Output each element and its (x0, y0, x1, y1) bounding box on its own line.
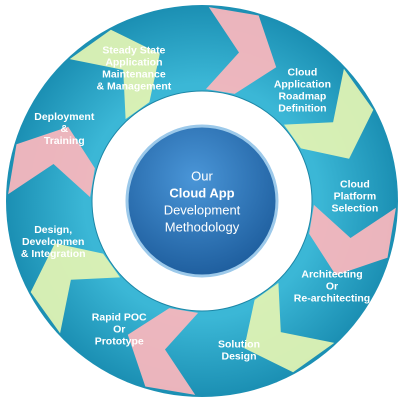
chevron-arrows (8, 7, 396, 395)
chevron-arrow-icon (30, 243, 121, 334)
chevron-arrow-icon (283, 68, 374, 159)
chevron-arrow-icon (244, 282, 335, 373)
chevron-arrow-icon (127, 308, 199, 395)
chevron-arrow-icon (205, 7, 277, 94)
ring-inner-edge (91, 90, 313, 312)
step-label-deployment-training: Deployment&Training (34, 111, 95, 147)
chevron-arrow-icon (8, 126, 95, 198)
step-label-design-development-integration: Design,Developmen& Integration (21, 224, 86, 260)
center-circle (125, 124, 279, 278)
chevron-arrow-icon (309, 204, 396, 276)
chevron-arrow-icon (69, 29, 160, 120)
